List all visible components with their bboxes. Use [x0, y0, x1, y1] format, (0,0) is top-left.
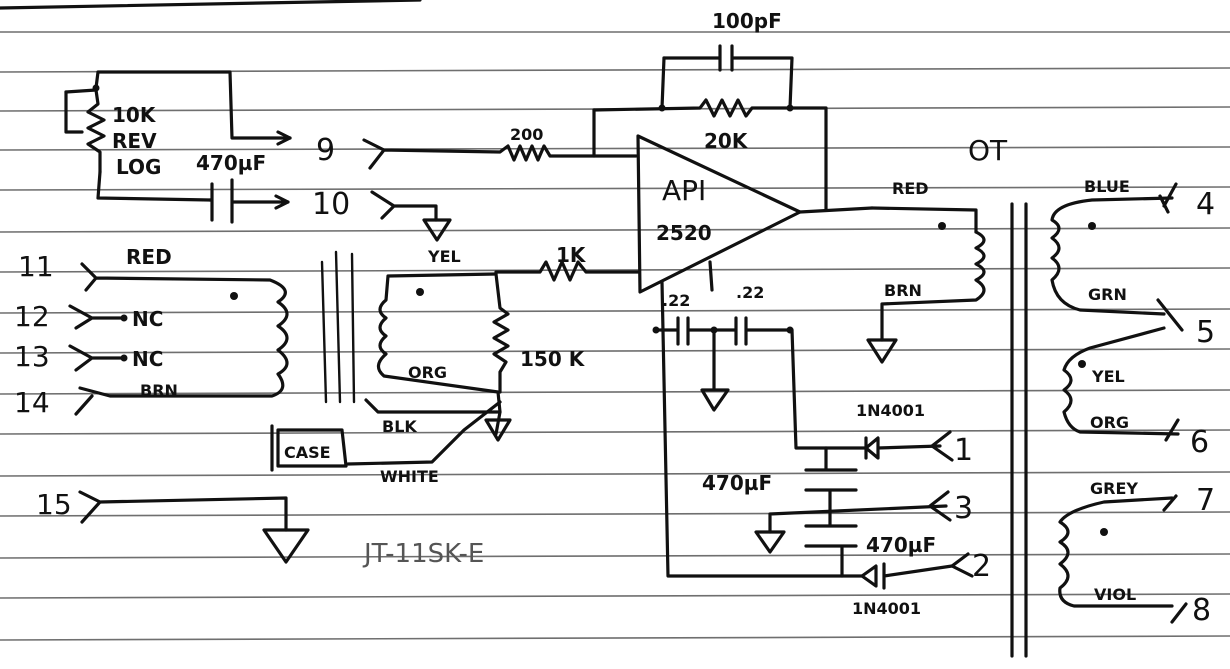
ot-core [1010, 202, 1028, 658]
out-5-label: 5 [1196, 315, 1215, 350]
cap-100pf-label: 100pF [712, 9, 782, 33]
sec-org-label: ORG [1090, 413, 1129, 432]
ot-title: OT [968, 134, 1008, 167]
feedback-network [592, 44, 828, 212]
sec-yel-label: YEL [1091, 367, 1125, 386]
cap-input-label: 470µF [196, 151, 266, 175]
ot-secondaries [1050, 182, 1188, 624]
res-1k-label: 1K [556, 243, 587, 267]
res-200-label: 200 [510, 125, 543, 144]
case-label: CASE [284, 443, 331, 462]
pot-value-label: 10K [112, 103, 157, 127]
pencil-note: JT-11SK-E [362, 539, 484, 569]
pin-11-label: 11 [18, 250, 54, 283]
opamp-name: API [662, 174, 706, 207]
pot-log-label: LOG [116, 155, 161, 179]
it-blk-label: BLK [382, 417, 417, 436]
ot-brn-label: BRN [884, 281, 922, 300]
sec-blue-label: BLUE [1084, 177, 1130, 196]
opamp-model: 2520 [656, 221, 712, 245]
pin-9-label: 9 [316, 133, 335, 168]
pin-15-ground [78, 490, 310, 564]
it-red-label: RED [126, 245, 172, 269]
supply-1-label: 1 [954, 433, 973, 468]
pin-10-label: 10 [312, 187, 350, 222]
cap-022a-label: .22 [662, 291, 690, 310]
diode-bottom-label: 1N4001 [852, 599, 921, 618]
out-6-label: 6 [1190, 425, 1209, 460]
ruled-lines [0, 0, 1230, 641]
pin-12-label: 12 [14, 300, 50, 333]
pin-10-wire [370, 190, 438, 222]
cap-022b-label: .22 [736, 283, 764, 302]
it-white-label: WHITE [380, 467, 439, 486]
supply-3-label: 3 [954, 491, 973, 526]
it-org-label: ORG [408, 363, 447, 382]
pin-13-label: 13 [14, 340, 50, 373]
output-transformer-primary [866, 206, 986, 364]
it-brn-label: BRN [140, 381, 178, 400]
out-4-label: 4 [1196, 187, 1215, 222]
opamp [636, 134, 874, 294]
sec-grey-label: GREY [1090, 479, 1138, 498]
input-cap [208, 178, 290, 224]
power-supply [754, 430, 974, 590]
input-transformer [68, 250, 640, 472]
supply-2-label: 2 [972, 549, 991, 584]
ground-pin10 [422, 218, 452, 242]
cap-supply2-label: 470µF [866, 533, 936, 557]
res-150k-label: 150 K [520, 347, 586, 371]
page-edge-stroke [0, 0, 422, 10]
pot-rev-label: REV [112, 129, 157, 153]
nc-13-label: NC [132, 347, 163, 371]
it-yel-label: YEL [427, 247, 461, 266]
nc-12-label: NC [132, 307, 163, 331]
supply-decoupling [652, 260, 868, 578]
sec-viol-label: VIOL [1094, 585, 1136, 604]
res-20k-label: 20K [704, 129, 749, 153]
sec-grn-label: GRN [1088, 285, 1127, 304]
pin-14-label: 14 [14, 386, 50, 419]
cap-supply1-label: 470µF [702, 471, 772, 495]
pin-9-wire [362, 138, 638, 170]
diode-top-label: 1N4001 [856, 401, 925, 420]
volume-pot [64, 70, 292, 202]
ot-red-label: RED [892, 179, 929, 198]
pin-15-label: 15 [36, 488, 72, 521]
out-7-label: 7 [1196, 483, 1215, 518]
out-8-label: 8 [1192, 593, 1211, 628]
